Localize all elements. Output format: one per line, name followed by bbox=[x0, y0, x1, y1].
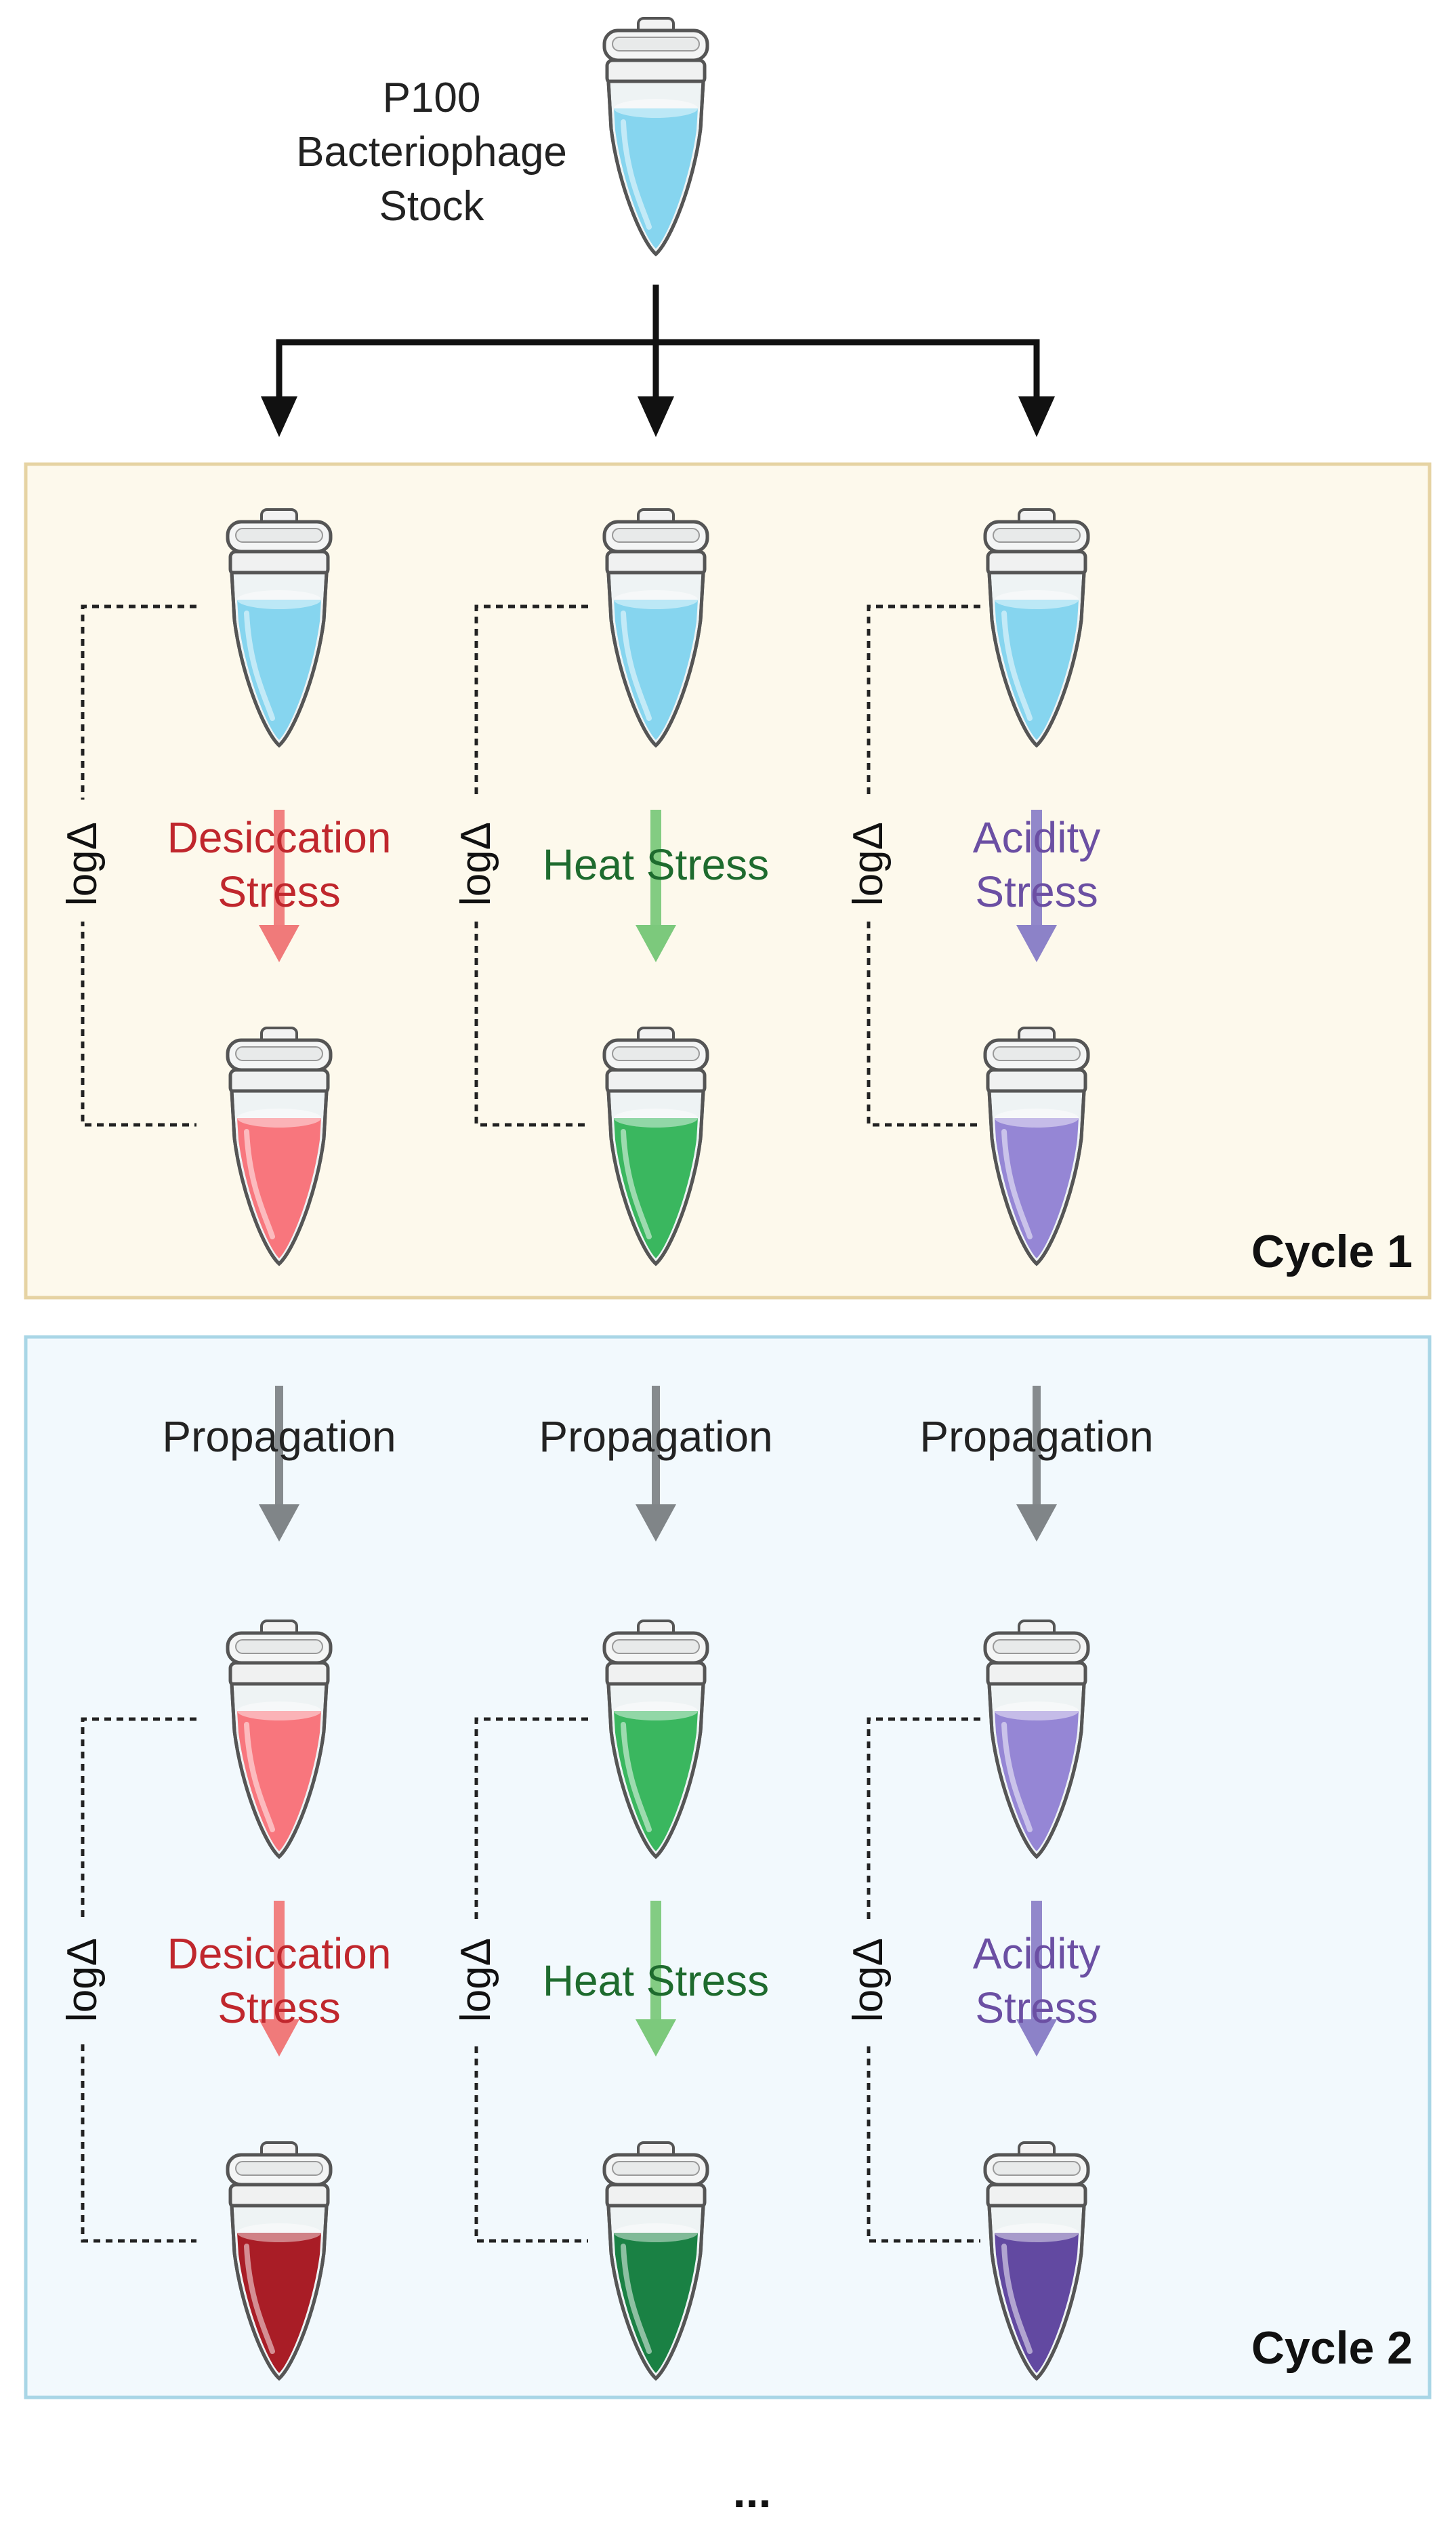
propagation-labels: Propagation Propagation Propagation bbox=[162, 1412, 1153, 1461]
log-delta-c1-acidity: logΔ bbox=[845, 822, 892, 906]
stock-label-line3: Stock bbox=[379, 183, 484, 230]
tube-c1-end-desiccation bbox=[226, 1027, 333, 1266]
tube-c1-start-desiccation bbox=[226, 508, 333, 748]
stress-c1-desiccation-line1: Desiccation bbox=[167, 813, 392, 862]
log-delta-c1-desiccation: logΔ bbox=[59, 822, 106, 906]
branch-arrowheads bbox=[261, 396, 1055, 437]
tube-c1-end-acidity bbox=[983, 1027, 1090, 1266]
stock-tube bbox=[602, 17, 709, 257]
propagation-label-1: Propagation bbox=[162, 1412, 396, 1461]
stress-c2-acidity-line2: Stress bbox=[975, 1983, 1098, 2032]
stress-c1-acidity-line1: Acidity bbox=[973, 813, 1101, 862]
arrowhead-right bbox=[1018, 396, 1055, 437]
stress-c1-heat: Heat Stress bbox=[543, 840, 769, 889]
stock-label-line2: Bacteriophage bbox=[296, 129, 567, 176]
propagation-arrow-1 bbox=[636, 1386, 676, 1542]
arrowhead-center bbox=[638, 396, 674, 437]
log-delta-c2-heat: logΔ bbox=[453, 1938, 499, 2022]
stress-arrow-c1-0 bbox=[259, 810, 299, 962]
tube-c1-start-heat bbox=[602, 508, 709, 748]
tube-c1-end-heat bbox=[602, 1027, 709, 1266]
stress-arrow-c2-2 bbox=[1016, 1901, 1057, 2057]
stress-arrow-c1-1 bbox=[636, 810, 676, 962]
tube-c2-start-desiccation bbox=[226, 1620, 333, 1859]
cycle1-label: Cycle 1 bbox=[1251, 1226, 1413, 1277]
propagation-arrows bbox=[259, 1386, 1057, 1542]
stress-arrows bbox=[259, 810, 1057, 2057]
propagation-arrow-0 bbox=[259, 1386, 299, 1542]
branch-arrows bbox=[276, 285, 1040, 400]
continuation-ellipsis: ... bbox=[733, 2466, 772, 2517]
propagation-label-2: Propagation bbox=[539, 1412, 772, 1461]
log-delta-c2-desiccation: logΔ bbox=[59, 1938, 106, 2022]
tube-c1-start-acidity bbox=[983, 508, 1090, 748]
cycle2-label: Cycle 2 bbox=[1251, 2322, 1413, 2374]
stress-c2-acidity-line1: Acidity bbox=[973, 1929, 1101, 1978]
stress-c2-desiccation-line1: Desiccation bbox=[167, 1929, 392, 1978]
tube-c2-end-desiccation bbox=[226, 2141, 333, 2381]
arrowhead-left bbox=[261, 396, 297, 437]
tube-c2-end-acidity bbox=[983, 2141, 1090, 2381]
stress-labels-cycle2: Desiccation Stress Heat Stress Acidity S… bbox=[167, 1929, 1101, 2032]
stress-arrow-c1-2 bbox=[1016, 810, 1057, 962]
tube-c2-end-heat bbox=[602, 2141, 709, 2381]
bracket-c1-desiccation bbox=[81, 604, 196, 1127]
stock-label-line1: P100 bbox=[383, 75, 481, 121]
stock-label: P100 Bacteriophage Stock bbox=[296, 75, 567, 230]
stress-arrow-c2-0 bbox=[259, 1901, 299, 2057]
stress-c2-heat: Heat Stress bbox=[543, 1956, 769, 2005]
propagation-label-3: Propagation bbox=[919, 1412, 1153, 1461]
stress-c1-desiccation-line2: Stress bbox=[217, 867, 340, 916]
tube-c2-start-heat bbox=[602, 1620, 709, 1859]
log-delta-c1-heat: logΔ bbox=[453, 822, 499, 906]
propagation-arrow-2 bbox=[1016, 1386, 1057, 1542]
tubes bbox=[226, 17, 1090, 2381]
stress-labels-cycle1: Desiccation Stress Heat Stress Acidity S… bbox=[167, 813, 1101, 916]
stress-c2-desiccation-line2: Stress bbox=[217, 1983, 340, 2032]
stress-arrow-c2-1 bbox=[636, 1901, 676, 2057]
stress-c1-acidity-line2: Stress bbox=[975, 867, 1098, 916]
tube-c2-start-acidity bbox=[983, 1620, 1090, 1859]
log-delta-labels: logΔ logΔ logΔ logΔ logΔ logΔ bbox=[59, 800, 892, 2041]
log-delta-c2-acidity: logΔ bbox=[845, 1938, 892, 2022]
